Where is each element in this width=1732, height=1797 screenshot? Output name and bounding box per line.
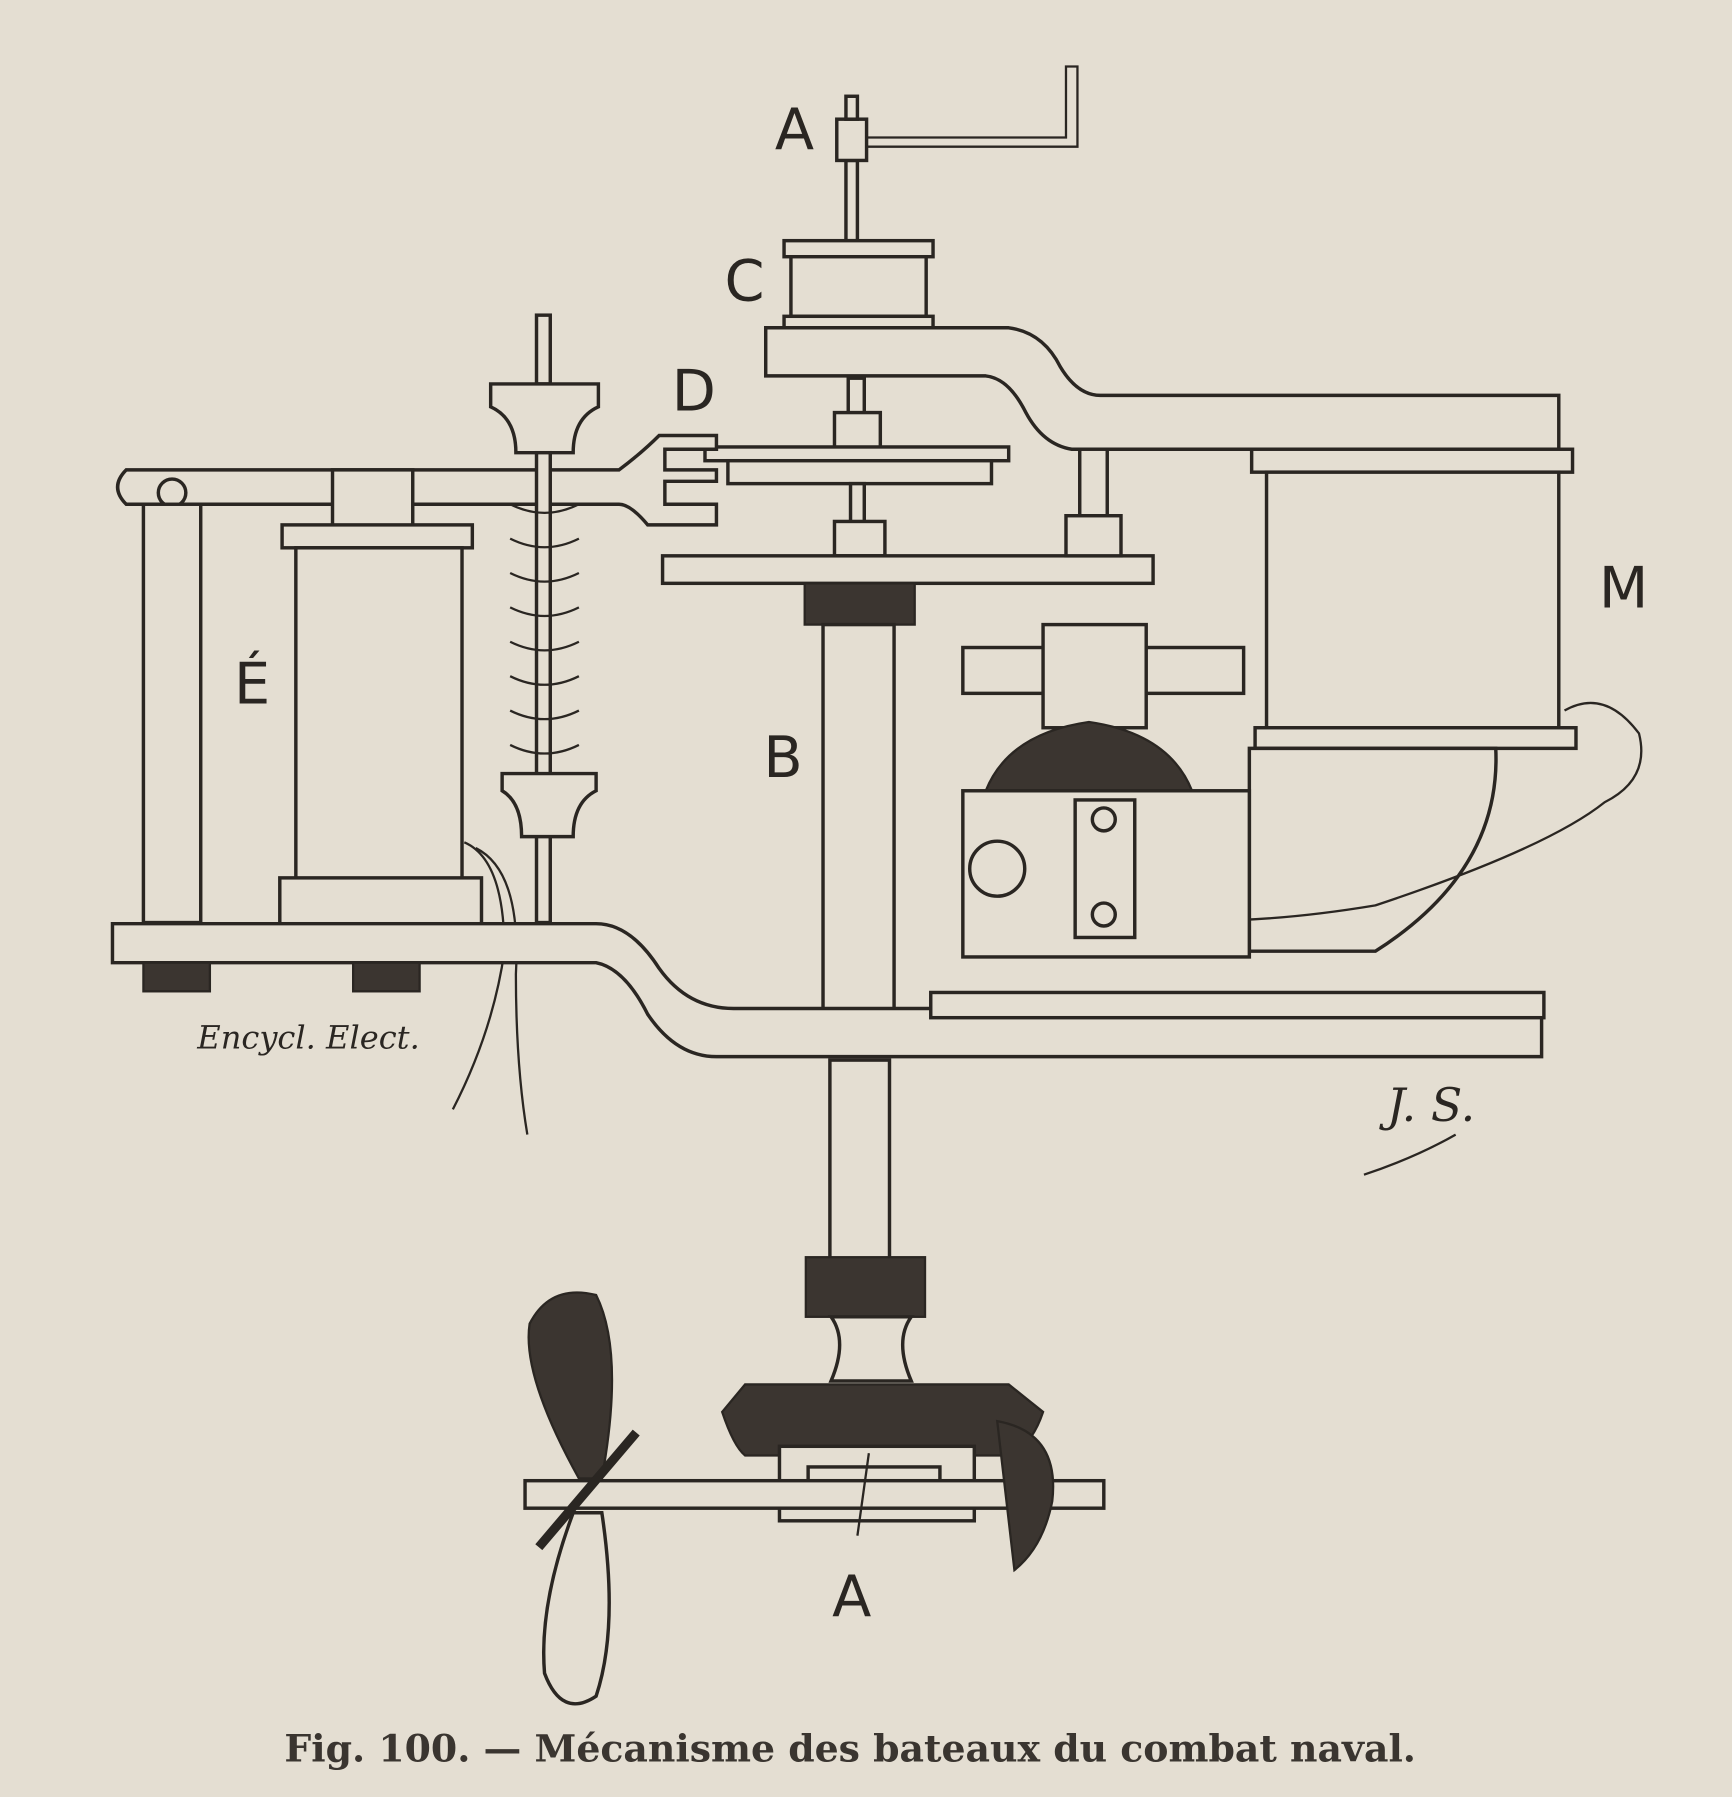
engraver-signature-right: J. S.	[1379, 1078, 1475, 1132]
label-d: D	[672, 357, 716, 424]
label-b: B	[763, 724, 802, 791]
lower-frame	[110, 921, 1544, 1059]
label-m: M	[1599, 554, 1648, 621]
main-gear	[660, 554, 1155, 586]
label-e: É	[234, 650, 270, 718]
contact-box-c	[782, 238, 935, 330]
engraver-signature-left: Encycl. Elect.	[196, 1019, 420, 1057]
crank-handle	[835, 65, 1079, 243]
motor-m	[929, 447, 1643, 1020]
label-c: C	[724, 247, 764, 314]
distributor-d	[703, 376, 1011, 558]
upper-frame	[764, 326, 1561, 451]
electromagnet-e	[278, 468, 484, 926]
spring-post	[488, 313, 601, 925]
propeller-assembly	[523, 1291, 1106, 1706]
armature-lever	[115, 433, 719, 527]
label-a-bottom: A	[832, 1563, 871, 1630]
label-a-top: A	[775, 96, 814, 163]
figure-caption: Fig. 100. — Mécanisme des bateaux du com…	[284, 1725, 1416, 1770]
column-b	[803, 582, 927, 1383]
left-post	[141, 502, 203, 925]
